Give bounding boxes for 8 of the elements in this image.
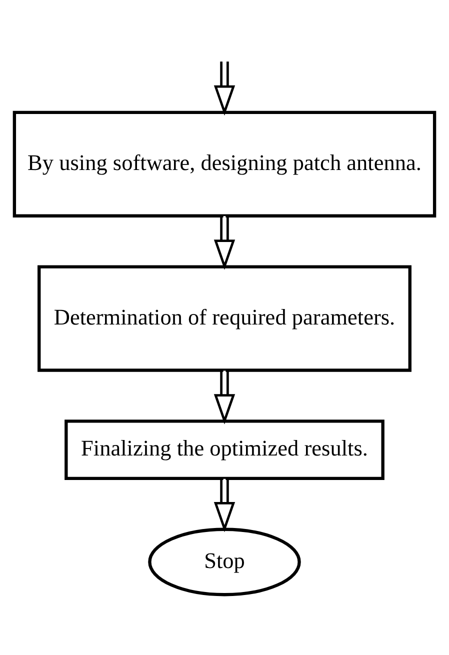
node-box: By using software, designing patch antenna. (12, 110, 436, 218)
node-box: Determination of required parameters. (38, 265, 412, 372)
arrow (214, 478, 236, 532)
arrow (214, 62, 236, 116)
arrow (214, 216, 236, 270)
arrow (214, 370, 236, 424)
node-ellipse: Stop (148, 528, 301, 596)
node-box: Finalizing the optimized results. (64, 420, 384, 480)
